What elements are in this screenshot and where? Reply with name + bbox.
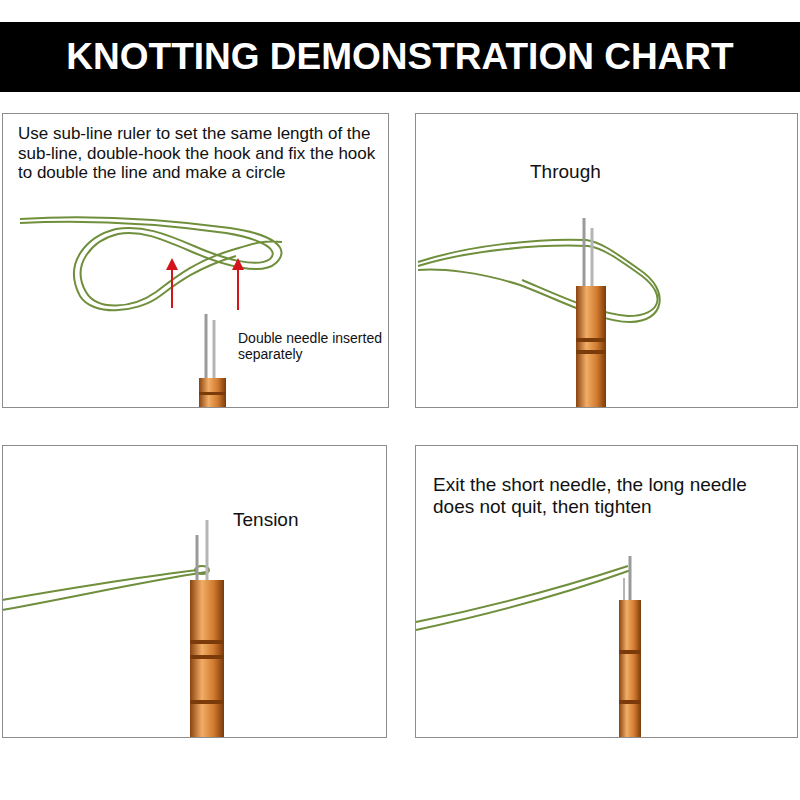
handle-band — [190, 655, 224, 659]
handle-band — [576, 338, 606, 342]
step-caption: Through — [530, 161, 730, 183]
needle — [629, 556, 632, 604]
step-panel: Use sub-line ruler to set the same lengt… — [2, 113, 389, 408]
step-caption: Exit the short needle, the long needle d… — [433, 474, 755, 518]
title-bar: KNOTTING DEMONSTRATION CHART — [0, 22, 800, 92]
handle-band — [190, 700, 224, 704]
needle-tool — [199, 314, 226, 407]
step-caption: Use sub-line ruler to set the same lengt… — [18, 124, 380, 183]
tool-handle — [619, 600, 641, 737]
step-panel: Tension — [2, 445, 387, 738]
needle-tool — [190, 520, 224, 737]
line-strands — [2, 566, 209, 610]
needle — [213, 320, 216, 382]
needle — [196, 535, 199, 584]
step-panel: Exit the short needle, the long needle d… — [415, 445, 798, 738]
line-strands — [416, 566, 631, 630]
line-loop — [20, 217, 282, 310]
fishing-line — [418, 246, 658, 316]
step-caption: Tension — [233, 509, 373, 531]
fishing-line — [2, 570, 198, 600]
needle-tool — [619, 556, 641, 737]
needle — [583, 218, 586, 290]
line-loop — [418, 240, 660, 322]
chart-title: KNOTTING DEMONSTRATION CHART — [66, 36, 733, 78]
fishing-line — [2, 572, 206, 610]
tool-handle — [190, 580, 224, 737]
tool-handle — [199, 378, 226, 407]
handle-band — [190, 640, 224, 644]
fishing-line — [20, 222, 273, 311]
step-note: Double needle inserted separately — [238, 330, 383, 362]
red-arrow — [171, 264, 173, 308]
fishing-line — [416, 570, 631, 630]
handle-band — [199, 392, 226, 395]
handle-band — [619, 650, 641, 654]
red-arrow — [237, 264, 239, 310]
handle-band — [619, 700, 641, 704]
step-panel: Through — [415, 113, 798, 408]
fishing-line — [416, 566, 628, 622]
tool-handle — [576, 286, 606, 407]
needle — [206, 520, 209, 584]
handle-band — [576, 350, 606, 354]
needle — [591, 228, 594, 290]
needle — [205, 314, 208, 382]
fishing-line — [418, 240, 660, 322]
needle-tool — [576, 218, 606, 407]
